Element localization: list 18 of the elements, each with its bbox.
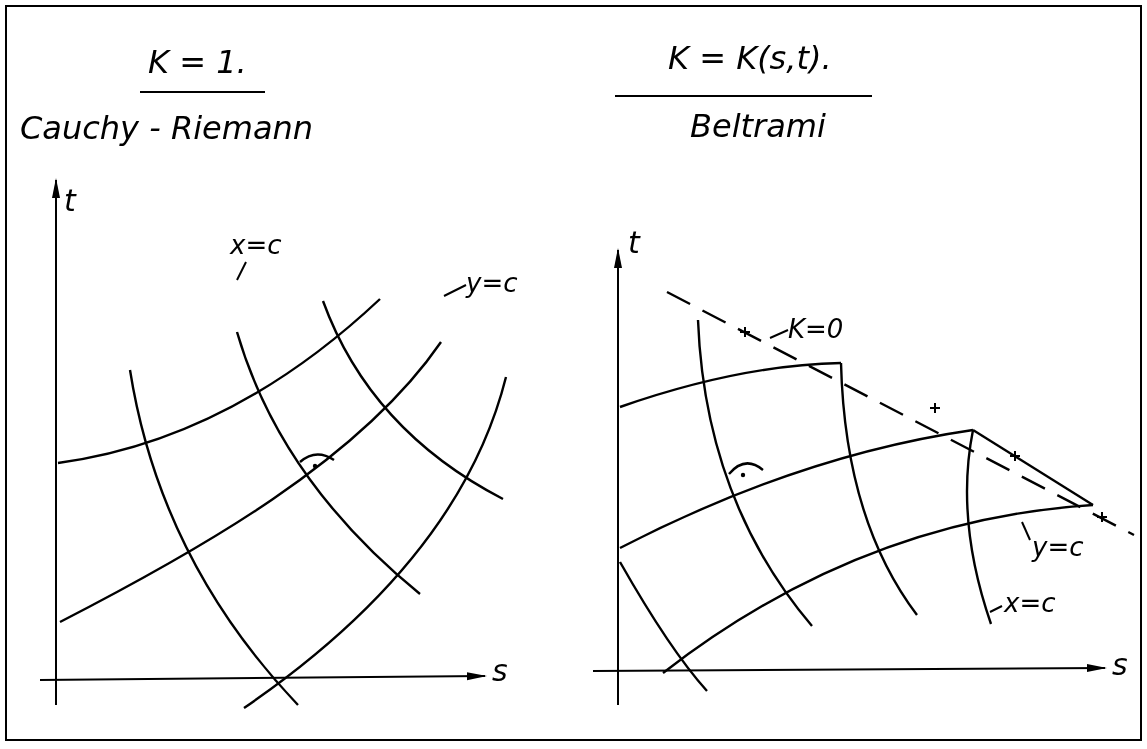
leader-line — [769, 329, 789, 339]
curve-label: y=c — [1032, 534, 1084, 560]
leader-line — [989, 605, 1003, 613]
curve-label: x=c — [1004, 590, 1056, 616]
curve-label: y=c — [466, 270, 518, 296]
formula-heading: K = 1. — [148, 46, 247, 78]
axis-label: t — [628, 228, 640, 258]
formula-heading: K = K(s,t). — [668, 42, 832, 74]
curve-label: K=0 — [788, 316, 844, 342]
axis-label: s — [492, 656, 508, 686]
equation-name: Beltrami — [690, 110, 826, 142]
axis-label: s — [1112, 650, 1128, 680]
curve-label: x=c — [230, 232, 282, 258]
equation-name: Cauchy - Riemann — [20, 112, 314, 144]
leader-line — [1021, 521, 1031, 541]
leader-line — [236, 261, 247, 281]
leader-line — [443, 284, 467, 297]
axis-label: t — [64, 186, 76, 216]
